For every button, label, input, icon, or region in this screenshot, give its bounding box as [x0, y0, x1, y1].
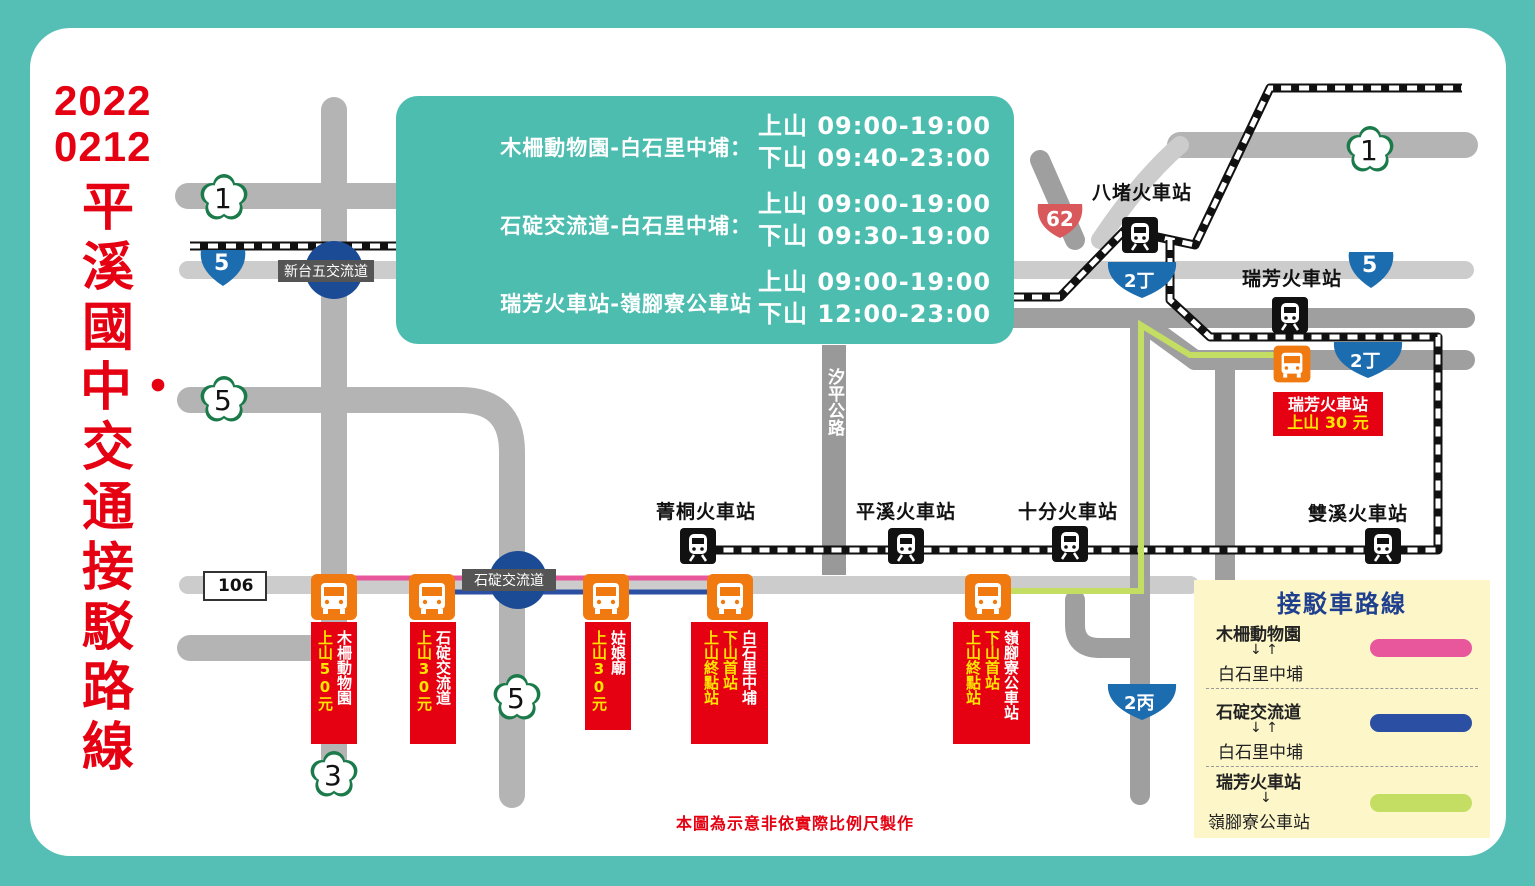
county-62-shield — [1037, 204, 1083, 238]
schedule-route: 木柵動物園-白石里中埔： — [500, 136, 752, 160]
stop-fare: 上山50元 — [316, 630, 334, 711]
schedule-route: 石碇交流道-白石里中埔： — [500, 214, 752, 238]
route-2bing-label: 2丙 — [1124, 693, 1155, 714]
schedule-route: 瑞芳火車站-嶺腳寮公車站 — [500, 292, 752, 316]
legend-r3-from: 瑞芳火車站 — [1216, 773, 1301, 793]
stop-name: 木柵動物園 — [335, 630, 353, 705]
scale-note: 本圖為示意非依實際比例尺製作 — [676, 814, 915, 833]
legend-r2-from: 石碇交流道 — [1216, 703, 1301, 723]
provincial-shields — [200, 250, 1403, 720]
freeway-5-label-lower: 5 — [507, 682, 525, 715]
date-year: 2022 — [54, 77, 152, 124]
route-2ding-label: 2丁 — [1124, 271, 1155, 292]
bus-icon — [965, 574, 1011, 620]
route-2bing-shield — [1107, 684, 1177, 720]
bus-icon — [409, 574, 455, 620]
page-title: 平溪國中・交通接駁路線 — [80, 178, 185, 778]
stop-role-a: 下山首站 — [983, 630, 1001, 690]
legend-r3-to: 嶺腳寮公車站 — [1208, 813, 1310, 833]
county-62-label: 62 — [1046, 207, 1074, 231]
stop-tag-guniangmiao: 姑娘廟 上山30元 — [585, 622, 631, 730]
xiping-road-label: 汐平公路 — [824, 368, 844, 436]
stop-tag-muzha: 木柵動物園 上山50元 — [311, 622, 357, 744]
stop-tag-baishili: 白石里中埔 下山首站 上山終點站 — [691, 622, 768, 744]
ruifang-stop-name: 瑞芳火車站 — [1287, 395, 1368, 414]
train-icon — [1050, 524, 1090, 564]
stop-name: 姑娘廟 — [609, 630, 627, 675]
stop-role-b: 上山終點站 — [702, 630, 720, 705]
provincial-5-shield — [200, 250, 246, 286]
legend-r2-swatch — [1370, 714, 1472, 732]
date: 2022 0212 — [54, 78, 151, 170]
shiding-interchange-label: 石碇交流道 — [462, 569, 556, 591]
stop-fare: 上山30元 — [415, 630, 433, 711]
jingtong-station-label: 菁桐火車站 — [655, 501, 757, 523]
train-icon — [678, 526, 718, 566]
train-icon — [1270, 295, 1310, 335]
stop-tag-shiding: 石碇交流道 上山30元 — [410, 622, 456, 744]
bus-icon — [311, 574, 357, 620]
train-icon — [886, 526, 926, 566]
county-106-label: 106 — [218, 576, 254, 596]
stop-name: 白石里中埔 — [740, 630, 758, 705]
stop-fare: 上山30元 — [590, 630, 608, 711]
route-2ding-shield-b — [1333, 342, 1403, 378]
legend-r1-swatch — [1370, 639, 1472, 657]
train-icon — [1363, 526, 1403, 566]
freeway-5-label: 5 — [214, 384, 232, 417]
legend-r1-to: 白石里中埔 — [1218, 665, 1303, 685]
bus-icon — [1273, 345, 1311, 383]
badu-station-label: 八堵火車站 — [1091, 182, 1193, 204]
ruifang-stop-tag: 瑞芳火車站 上山 30 元 — [1273, 392, 1383, 436]
stop-name: 嶺腳寮公車站 — [1002, 630, 1020, 720]
bus-icon — [707, 574, 753, 620]
legend-title: 接駁車路線 — [1277, 590, 1407, 618]
legend-r1-from: 木柵動物園 — [1216, 625, 1301, 645]
shifen-station-label: 十分火車站 — [1017, 501, 1119, 523]
stop-tag-lingjiaoliao: 嶺腳寮公車站 下山首站 上山終點站 — [953, 622, 1030, 744]
freeway-1-label: 1 — [214, 182, 232, 215]
pingxi-station-label: 平溪火車站 — [855, 501, 957, 523]
freeway-3-label: 3 — [324, 759, 342, 792]
legend: 接駁車路線 木柵動物園 ↓ ↑ 白石里中埔 石碇交流道 ↓ ↑ 白石里中埔 瑞芳… — [1194, 580, 1490, 838]
stop-role-b: 上山終點站 — [964, 630, 982, 705]
legend-r2-to: 白石里中埔 — [1218, 743, 1303, 763]
county-106-sign — [203, 571, 267, 601]
ruifang-stop-fare: 上山 30 元 — [1287, 413, 1369, 432]
provincial-5-label-right: 5 — [1362, 253, 1378, 278]
route-2ding-shield-a — [1107, 262, 1177, 298]
route-2ding-label-b: 2丁 — [1350, 351, 1381, 372]
bus-icon — [583, 574, 629, 620]
ruifang-station-label: 瑞芳火車站 — [1241, 268, 1343, 290]
date-monthday: 0212 — [54, 123, 152, 170]
provincial-5-label: 5 — [214, 251, 230, 276]
xintai5-interchange-label: 新台五交流道 — [278, 260, 374, 282]
freeway-1-label-right: 1 — [1360, 134, 1378, 167]
railways — [190, 83, 1462, 555]
train-icon — [1120, 215, 1160, 255]
stop-name: 石碇交流道 — [434, 630, 452, 705]
shuangxi-station-label: 雙溪火車站 — [1307, 503, 1409, 525]
provincial-5-shield-right — [1348, 252, 1394, 288]
stop-role-a: 下山首站 — [721, 630, 739, 690]
legend-r3-swatch — [1370, 794, 1472, 812]
